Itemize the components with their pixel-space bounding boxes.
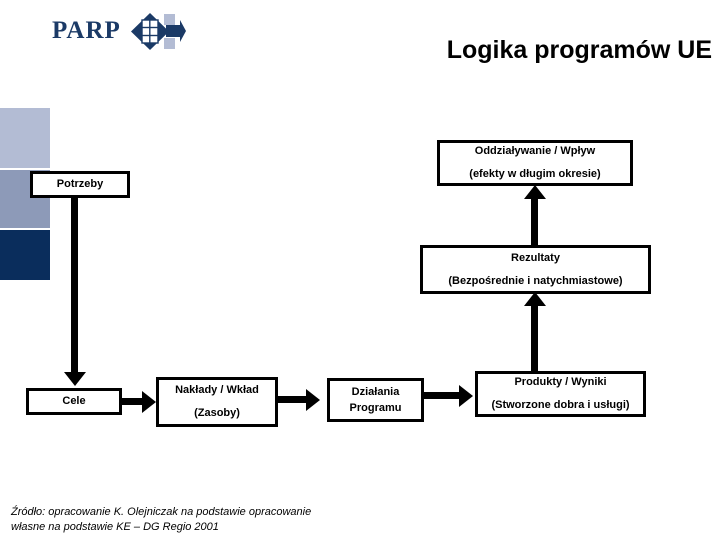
node-produkty-line2: (Stworzone dobra i usługi) bbox=[491, 399, 630, 411]
decor-block-dark bbox=[0, 230, 50, 280]
node-potrzeby-line1: Potrzeby bbox=[56, 178, 104, 190]
node-dzialania: Działania Programu bbox=[327, 378, 424, 422]
page-title: Logika programów UE bbox=[446, 36, 712, 64]
node-produkty: Produkty / Wyniki (Stworzone dobra i usł… bbox=[475, 371, 646, 417]
source-note: Źródło: opracowanie K. Olejniczak na pod… bbox=[11, 505, 391, 535]
node-naklady-line2: (Zasoby) bbox=[194, 407, 240, 419]
node-oddzialywanie: Oddziaływanie / Wpływ (efekty w długim o… bbox=[437, 140, 633, 186]
node-dzialania-line2: Programu bbox=[349, 402, 402, 414]
node-rezultaty: Rezultaty (Bezpośrednie i natychmiastowe… bbox=[420, 245, 651, 294]
parp-logo-text: PARP bbox=[52, 17, 121, 44]
node-cele-line1: Cele bbox=[62, 395, 86, 407]
source-note-line1: Źródło: opracowanie K. Olejniczak na pod… bbox=[11, 506, 312, 518]
parp-logo: PARP bbox=[52, 12, 192, 54]
node-rezultaty-line1: Rezultaty bbox=[511, 251, 560, 264]
node-cele: Cele bbox=[26, 388, 122, 415]
node-produkty-line1: Produkty / Wyniki bbox=[514, 376, 607, 388]
node-naklady-line1: Nakłady / Wkład bbox=[175, 384, 259, 396]
node-rezultaty-line2: (Bezpośrednie i natychmiastowe) bbox=[448, 274, 623, 287]
node-naklady: Nakłady / Wkład (Zasoby) bbox=[156, 377, 278, 427]
source-note-line2: własne na podstawie KE – DG Regio 2001 bbox=[11, 521, 219, 533]
decor-block-light bbox=[0, 108, 50, 168]
parp-diamond-arrow-icon bbox=[131, 13, 186, 50]
node-oddzialywanie-line2: (efekty w długim okresie) bbox=[469, 168, 601, 180]
node-oddzialywanie-line1: Oddziaływanie / Wpływ bbox=[474, 145, 596, 157]
node-potrzeby: Potrzeby bbox=[30, 171, 130, 198]
node-dzialania-line1: Działania bbox=[351, 386, 400, 398]
